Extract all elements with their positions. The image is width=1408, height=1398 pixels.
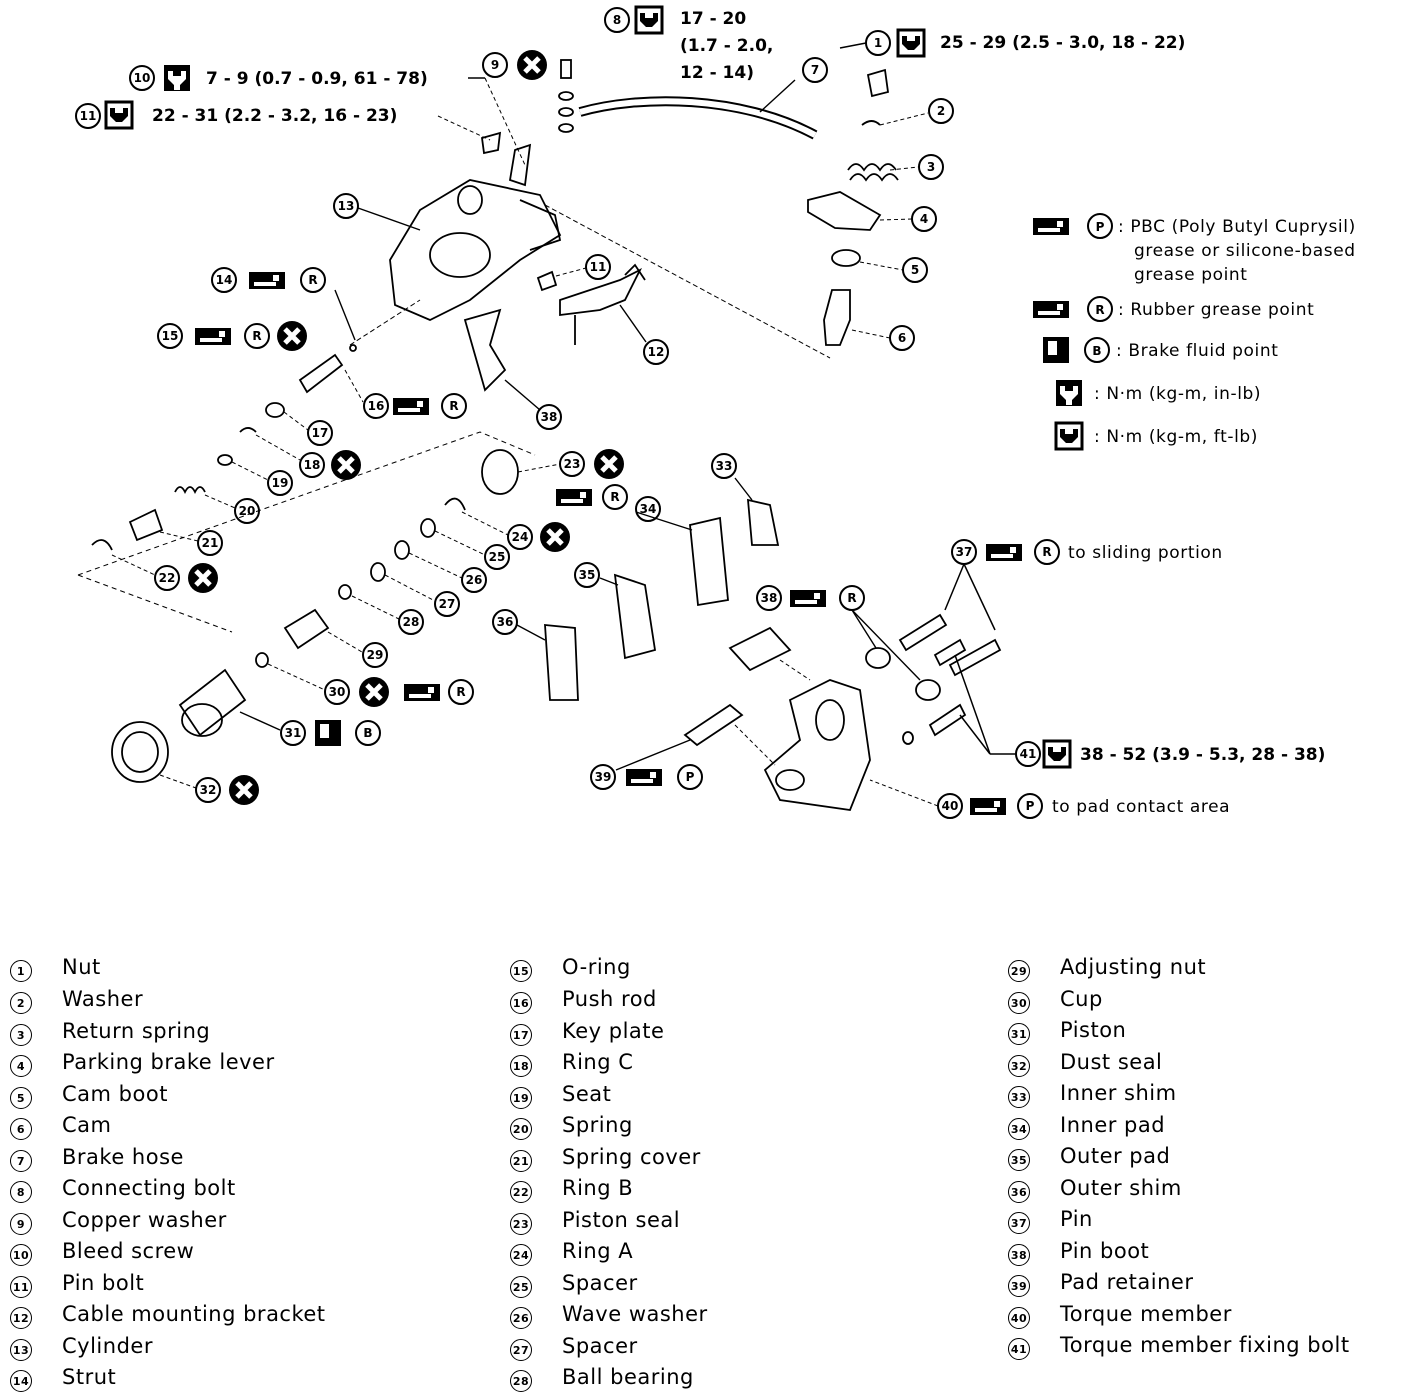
svg-text:21: 21: [202, 536, 219, 550]
svg-text:12: 12: [648, 345, 665, 359]
callout-8-torque-line1: 17 - 20: [680, 9, 746, 29]
svg-text:38: 38: [761, 591, 778, 605]
svg-text:4: 4: [920, 212, 928, 226]
svg-text:24: 24: [512, 530, 529, 544]
svg-text:29: 29: [367, 648, 384, 662]
svg-text:R: R: [449, 399, 458, 413]
svg-text:R: R: [610, 490, 619, 504]
callout-41-torque: 38 - 52 (3.9 - 5.3, 28 - 38): [1080, 745, 1325, 765]
callout-37-note: to sliding portion: [1068, 543, 1223, 563]
callout-11-number: 11: [80, 109, 97, 123]
svg-text:26: 26: [466, 573, 483, 587]
svg-text:38: 38: [541, 410, 558, 424]
svg-text:R: R: [847, 591, 856, 605]
callout-37-number: 37: [956, 545, 973, 559]
svg-text:3: 3: [927, 160, 935, 174]
legend-nm-inlb: : N·m (kg-m, in-lb): [1094, 384, 1261, 404]
callout-10-number: 10: [134, 71, 151, 85]
callout-11-torque: 22 - 31 (2.2 - 3.2, 16 - 23): [152, 106, 397, 126]
callout-40-number: 40: [942, 799, 959, 813]
legend-brake-fluid: : Brake fluid point: [1116, 341, 1278, 361]
callout-8: 8 17 - 20 (1.7 - 2.0, 12 - 14): [604, 5, 773, 83]
svg-text:7: 7: [811, 63, 819, 77]
svg-text:30: 30: [329, 685, 346, 699]
callout-8-torque-line3: 12 - 14): [680, 63, 754, 83]
svg-text:2: 2: [937, 104, 945, 118]
svg-text:5: 5: [911, 263, 919, 277]
svg-text:14: 14: [216, 273, 233, 287]
svg-text:P: P: [686, 770, 695, 784]
part-callout-numbers: 9 7 2 3 4 5 6 13 11 12 14 R 15 R 16 R 38…: [154, 50, 954, 805]
svg-text:19: 19: [272, 476, 289, 490]
svg-text:13: 13: [338, 199, 355, 213]
svg-text:B: B: [363, 726, 372, 740]
svg-text:31: 31: [285, 726, 302, 740]
callout-10: 10 7 - 9 (0.7 - 0.9, 61 - 78): [129, 65, 526, 166]
legend-nm-ftlb: : N·m (kg-m, ft-lb): [1094, 427, 1258, 447]
svg-text:23: 23: [564, 457, 581, 471]
svg-text:R: R: [1042, 545, 1051, 559]
svg-text:P: P: [1026, 799, 1035, 813]
callout-41: 41 38 - 52 (3.9 - 5.3, 28 - 38): [954, 654, 1325, 769]
svg-text:6: 6: [898, 331, 906, 345]
callout-1: 1 25 - 29 (2.5 - 3.0, 18 - 22): [839, 28, 1185, 58]
callout-8-number: 8: [613, 13, 621, 27]
legend-pbc-line3: grease point: [1134, 265, 1248, 285]
svg-text:R: R: [1095, 303, 1104, 317]
svg-text:28: 28: [403, 615, 420, 629]
callout-11-top: 11 22 - 31 (2.2 - 3.2, 16 - 23): [75, 100, 491, 141]
svg-text:11: 11: [590, 260, 607, 274]
svg-text:B: B: [1092, 344, 1101, 358]
parts-line-art: [77, 59, 1002, 811]
callout-40-note: to pad contact area: [1052, 797, 1230, 817]
callout-41-number: 41: [1020, 747, 1037, 761]
svg-text:R: R: [252, 329, 261, 343]
svg-text:P: P: [1096, 220, 1105, 234]
exploded-brake-caliper-diagram: 8 17 - 20 (1.7 - 2.0, 12 - 14) 1 25 - 29…: [75, 5, 1356, 819]
legend-rubber: : Rubber grease point: [1118, 300, 1314, 320]
svg-text:25: 25: [489, 550, 506, 564]
svg-text:18: 18: [304, 458, 321, 472]
svg-text:17: 17: [312, 426, 329, 440]
svg-text:9: 9: [491, 58, 499, 72]
svg-text:20: 20: [239, 504, 256, 518]
svg-text:36: 36: [497, 615, 514, 629]
svg-text:33: 33: [716, 459, 733, 473]
callout-8-torque-line2: (1.7 - 2.0,: [680, 36, 773, 56]
symbol-legend: P : PBC (Poly Butyl Cuprysil) grease or …: [1033, 213, 1356, 451]
callout-1-number: 1: [874, 36, 882, 50]
svg-text:22: 22: [159, 571, 176, 585]
svg-text:35: 35: [579, 568, 596, 582]
svg-text:16: 16: [368, 399, 385, 413]
callout-37: 37 R to sliding portion: [944, 539, 1223, 631]
legend-pbc-line2: grease or silicone-based: [1134, 241, 1356, 261]
callout-1-torque: 25 - 29 (2.5 - 3.0, 18 - 22): [940, 33, 1185, 53]
svg-text:27: 27: [439, 597, 456, 611]
svg-text:R: R: [308, 273, 317, 287]
svg-text:34: 34: [640, 502, 657, 516]
svg-text:32: 32: [200, 783, 217, 797]
svg-text:39: 39: [595, 770, 612, 784]
svg-text:15: 15: [162, 329, 179, 343]
legend-pbc-line1: : PBC (Poly Butyl Cuprysil): [1118, 217, 1356, 237]
svg-text:R: R: [456, 685, 465, 699]
callout-40: 40 P to pad contact area: [869, 779, 1230, 819]
callout-10-torque: 7 - 9 (0.7 - 0.9, 61 - 78): [206, 69, 428, 89]
